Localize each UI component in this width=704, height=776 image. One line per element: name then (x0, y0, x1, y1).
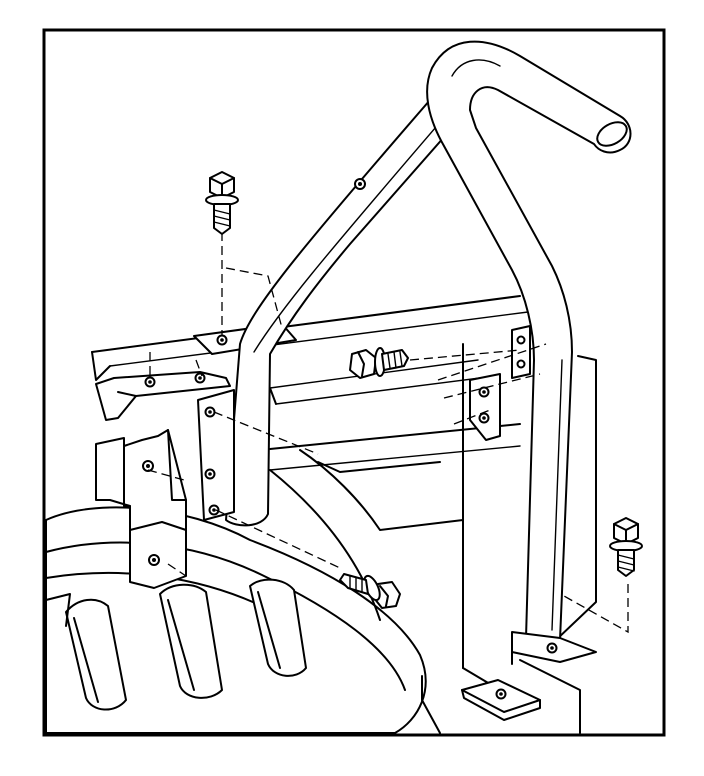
lower-left-flange-bolt (339, 573, 401, 609)
frame-border (42, 28, 666, 737)
rear-fender-body (91, 295, 597, 734)
lower-right-mounting-bracket (511, 631, 597, 665)
lower-right-base-plate (461, 679, 541, 721)
top-left-flange-bolt (205, 171, 239, 235)
center-flange-bolt (349, 347, 409, 379)
left-tube-lower-plate (197, 389, 235, 521)
seat-frame-cushion (45, 506, 427, 734)
right-side-mounting-bracket (469, 325, 531, 441)
alignment-lines (147, 232, 629, 634)
roll-bar-tube (225, 40, 632, 641)
right-flange-bolt (609, 517, 643, 577)
left-side-mounting-bracket (95, 429, 187, 589)
